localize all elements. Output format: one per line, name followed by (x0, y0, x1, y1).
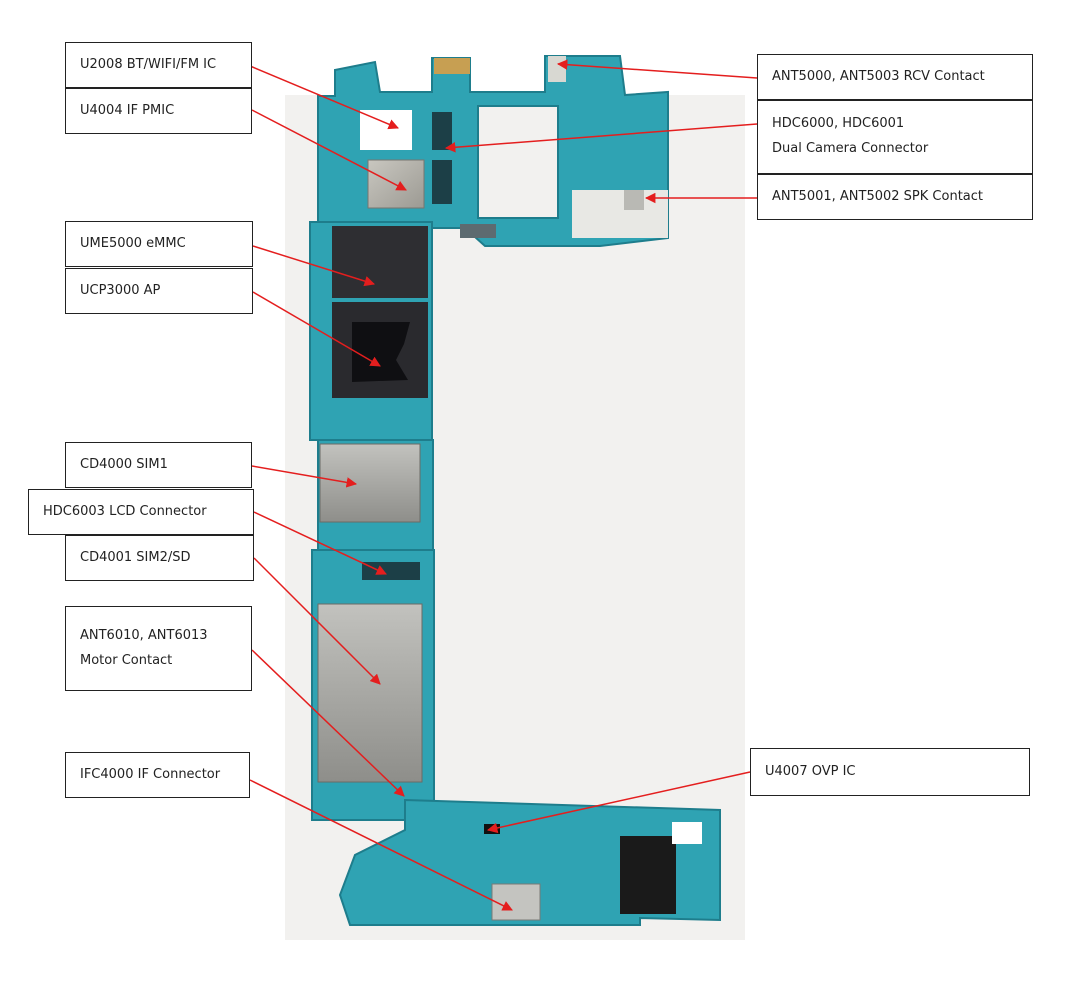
label-cd4001: CD4001 SIM2/SD (65, 535, 254, 581)
arrow-u4007 (486, 771, 751, 834)
label-text-line: Dual Camera Connector (772, 141, 929, 156)
label-text-line: HDC6000, HDC6001 (772, 116, 905, 132)
label-ant5000: ANT5000, ANT5003 RCV Contact (757, 54, 1033, 100)
emmc-chip (332, 226, 428, 298)
label-text-line: ANT5001, ANT5002 SPK Contact (772, 188, 984, 204)
arrow-hdc6000 (444, 123, 758, 153)
label-text-line: UME5000 eMMC (80, 235, 186, 251)
label-ifc4000: IFC4000 IF Connector (65, 752, 250, 798)
usb-port (491, 883, 541, 921)
label-text-line: U4007 OVP IC (765, 763, 856, 779)
camera-connector-a (432, 112, 452, 150)
label-text-line: IFC4000 IF Connector (80, 766, 221, 782)
label-cd4000: CD4000 SIM1 (65, 442, 252, 488)
label-u4004: U4004 IF PMIC (65, 88, 252, 134)
arrow-ant5000 (556, 59, 758, 79)
bottom-contact (672, 822, 702, 844)
ap-thermal-pad (352, 322, 410, 382)
label-u4007: U4007 OVP IC (750, 748, 1030, 796)
label-text-line: CD4000 SIM1 (80, 456, 168, 472)
label-text-line: Motor Contact (80, 652, 173, 668)
annotation-arrows (249, 59, 758, 911)
speaker-module (572, 190, 668, 238)
label-text-line: U4004 IF PMIC (80, 102, 175, 118)
label-text-line: ANT6010, ANT6013 (80, 627, 208, 643)
camera-window (477, 105, 559, 219)
arrow-u2008 (249, 65, 399, 130)
arrow-cd4001 (253, 557, 381, 685)
label-text-line: UCP3000 AP (80, 282, 161, 298)
audio-jack (620, 836, 676, 914)
label-text-line: U2008 BT/WIFI/FM IC (80, 56, 217, 72)
arrow-ucp3000 (252, 291, 381, 367)
label-text-line: HDC6003 LCD Connector (43, 503, 207, 519)
label-ant5001: ANT5001, ANT5002 SPK Contact (757, 174, 1033, 220)
rcv-contact-pad (548, 56, 566, 82)
label-ume5000: UME5000 eMMC (65, 221, 253, 267)
label-text-line: ANT5000, ANT5003 RCV Contact (772, 68, 985, 84)
arrow-ant6010 (251, 649, 405, 797)
lcd-connector (362, 562, 420, 580)
arrow-ifc4000 (249, 779, 513, 911)
arrow-cd4000 (251, 465, 358, 488)
arrow-hdc6003 (253, 511, 387, 575)
camera-connector-b (432, 160, 452, 204)
sim2-sd-tray (317, 603, 423, 783)
label-u2008: U2008 BT/WIFI/FM IC (65, 42, 252, 88)
top-flex-connector (434, 58, 470, 74)
label-text-line: CD4001 SIM2/SD (80, 549, 191, 565)
arrow-u4004 (251, 109, 407, 191)
label-hdc6003: HDC6003 LCD Connector (28, 489, 254, 535)
wifi-module-shield (360, 110, 412, 150)
top-small-component (460, 224, 496, 238)
spk-contact-pad (624, 190, 644, 210)
sim1-tray (319, 443, 421, 523)
arrow-ume5000 (252, 245, 376, 287)
label-ucp3000: UCP3000 AP (65, 268, 253, 314)
